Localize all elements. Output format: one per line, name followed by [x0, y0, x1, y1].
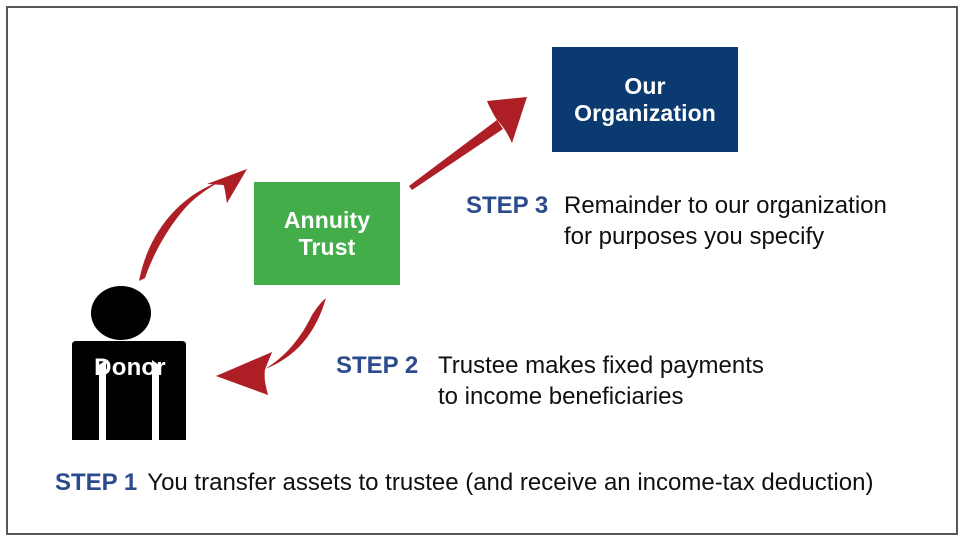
step-2-caption: STEP 2 Trustee makes fixed payments to i…	[336, 350, 764, 412]
step-2-number: STEP 2	[336, 352, 419, 379]
arrow-donor-to-trust	[139, 169, 247, 281]
trust-line-1: Annuity	[283, 206, 371, 233]
step-3-line-1: Remainder to our organization	[564, 192, 887, 219]
donor-head-icon	[91, 286, 151, 340]
arrow-trust-to-donor	[216, 298, 326, 395]
node-our-organization[interactable]: Our Organization	[552, 47, 738, 152]
step-2-line-2: to income beneficiaries	[438, 383, 684, 411]
trust-line-2: Trust	[298, 233, 356, 260]
org-line-2: Organization	[574, 99, 716, 126]
donor-body-icon	[72, 341, 186, 440]
step-1-number: STEP 1	[55, 469, 138, 496]
diagram-frame-border	[6, 6, 958, 535]
donor-figure-icon	[72, 286, 186, 440]
node-annuity-trust[interactable]: Annuity Trust	[254, 182, 400, 285]
org-line-1: Our	[624, 72, 666, 99]
donor-label: Donor	[94, 354, 166, 381]
step-1-caption: STEP 1 You transfer assets to trustee (an…	[55, 468, 873, 498]
arrow-trust-to-organization	[409, 97, 527, 190]
step-3-caption: STEP 3 Remainder to our organization for…	[466, 190, 887, 252]
step-3-number: STEP 3	[466, 192, 549, 219]
step-2-line-1: Trustee makes fixed payments	[438, 352, 764, 379]
step-1-line-1: You transfer assets to trustee (and rece…	[147, 469, 874, 496]
step-3-line-2: for purposes you specify	[564, 223, 825, 251]
